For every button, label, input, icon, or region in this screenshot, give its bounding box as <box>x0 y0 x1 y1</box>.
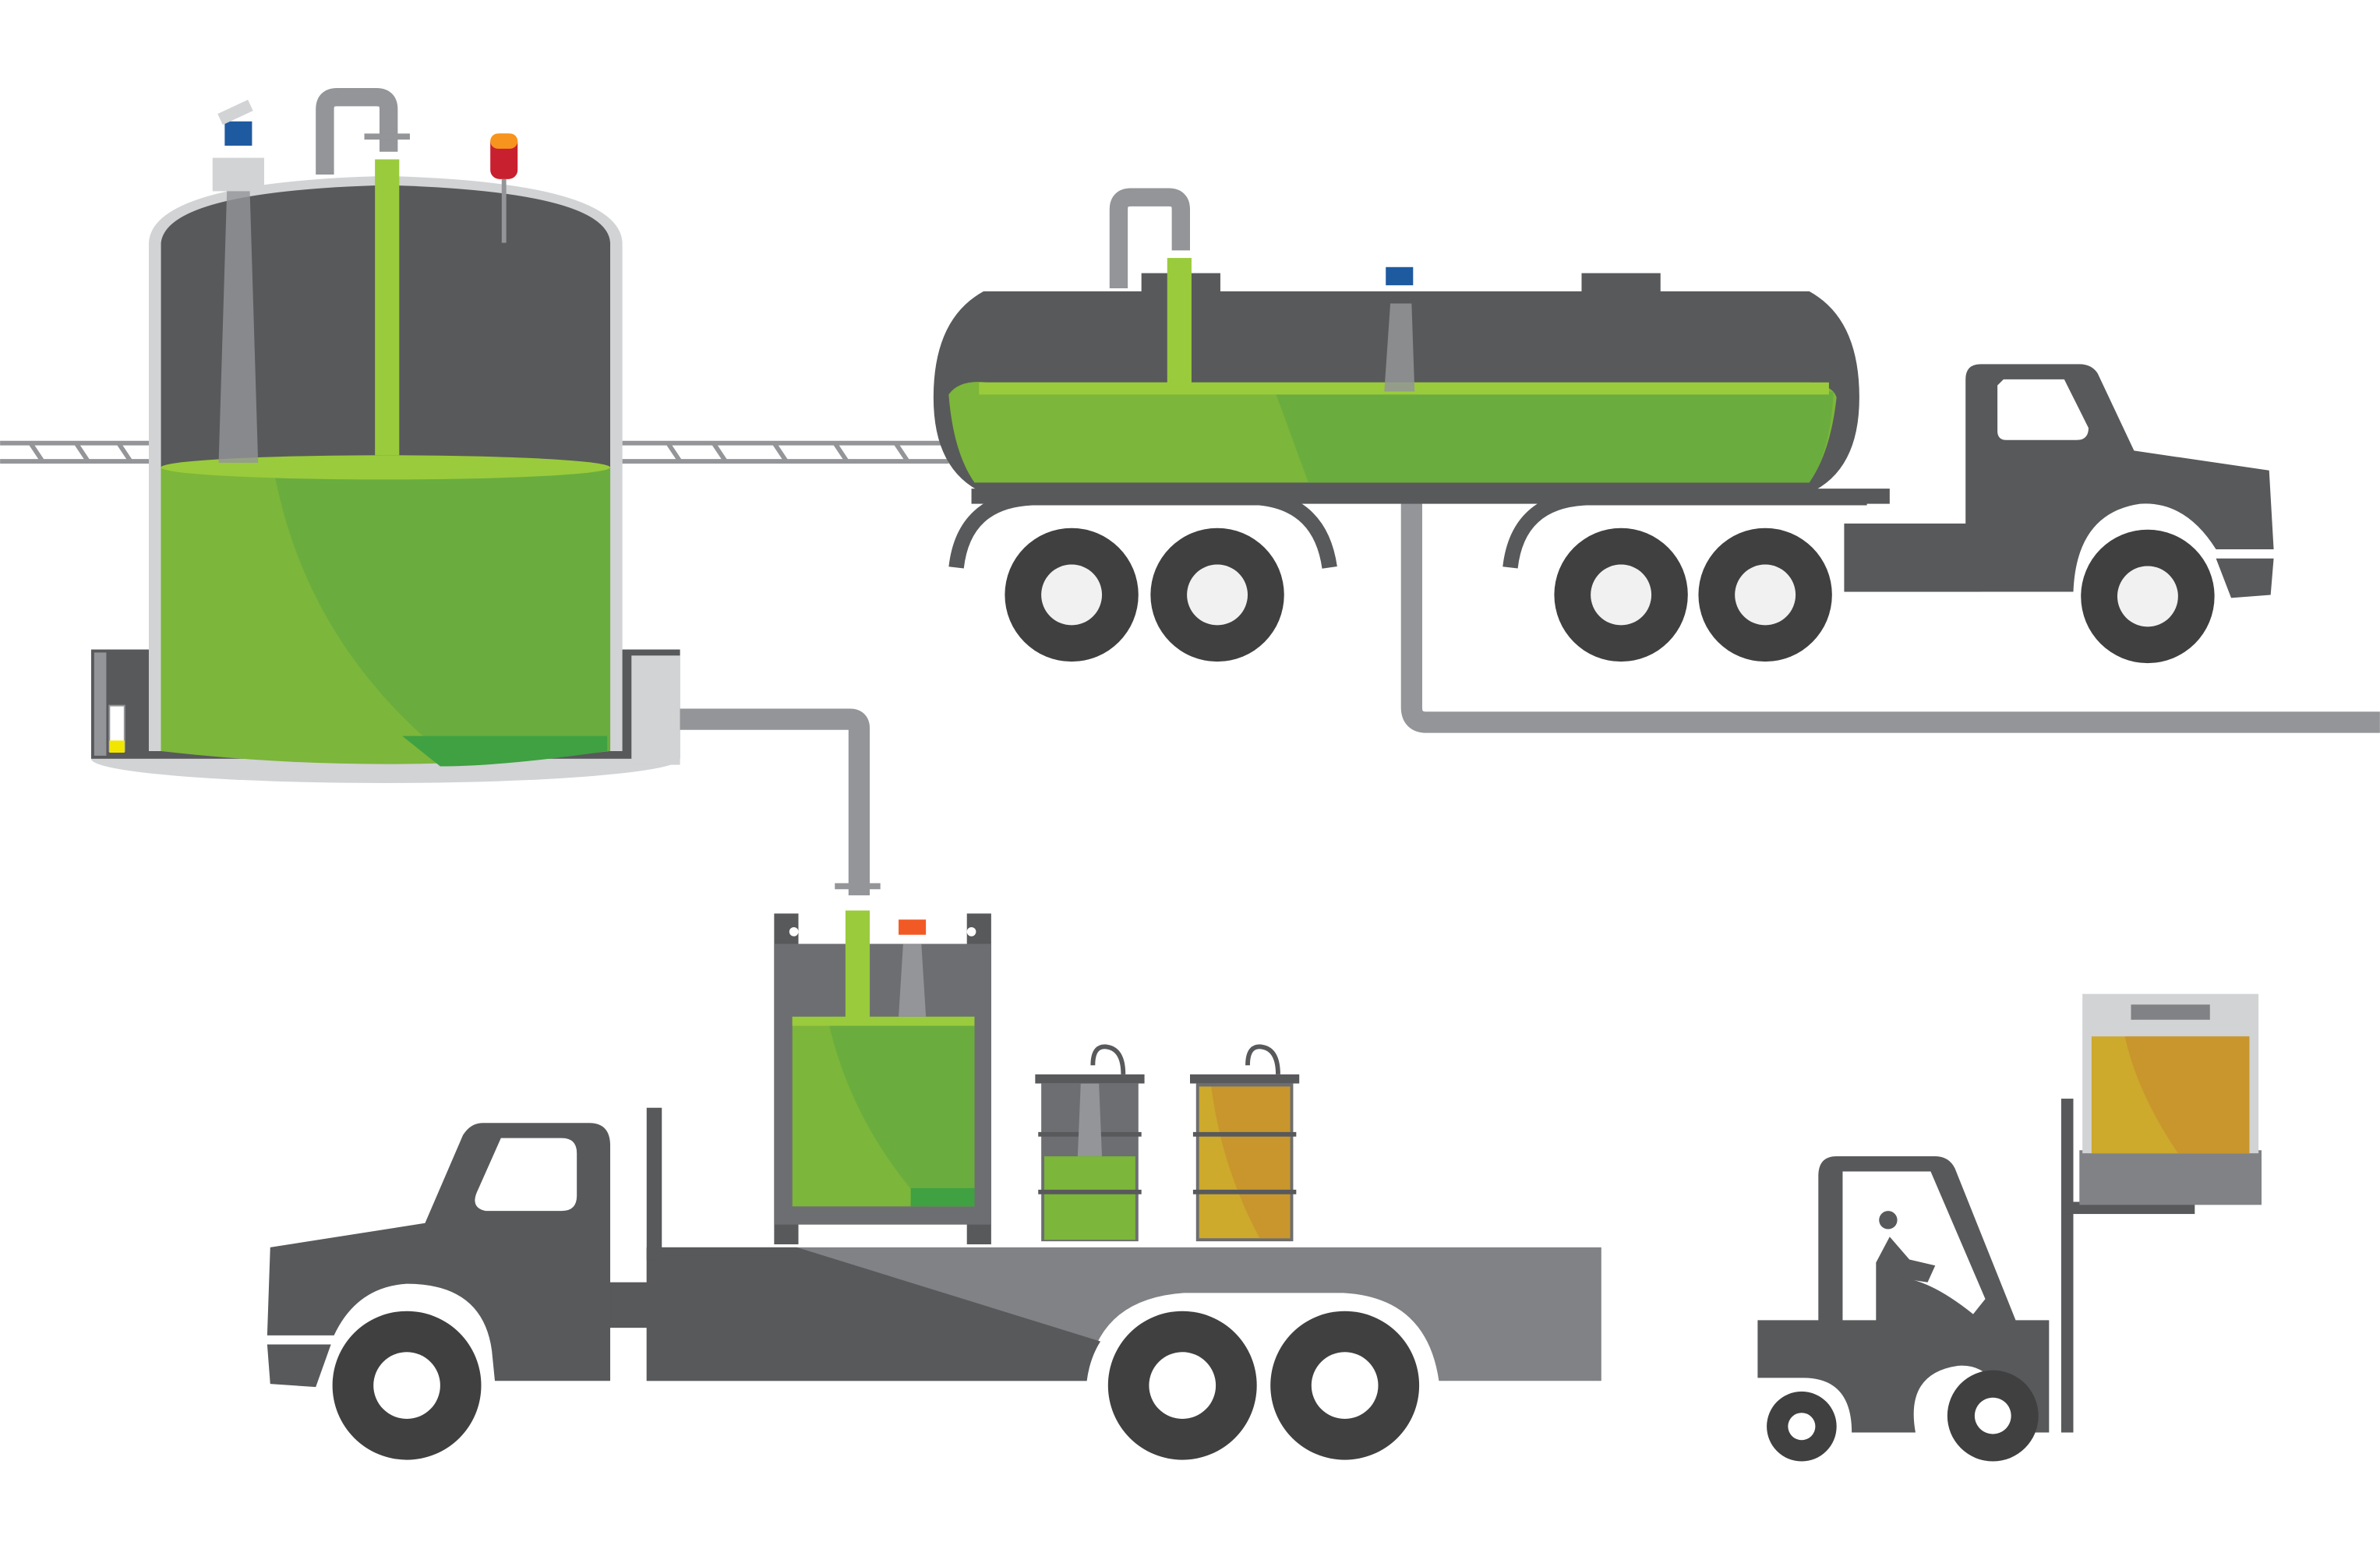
railing-left <box>0 440 152 464</box>
drum-icon <box>1190 1044 1300 1242</box>
drum-icon <box>1035 1044 1145 1242</box>
forklift-icon <box>1757 993 2262 1462</box>
beacon-icon <box>899 919 927 935</box>
green-drum-liquid <box>1044 1156 1135 1240</box>
ibc-tote-icon <box>774 883 991 1245</box>
level-sensor-icon <box>224 121 252 146</box>
pipe-tanker-outlet <box>1400 492 2380 733</box>
storage-tank-icon <box>90 87 680 783</box>
tanker-truck-icon <box>933 188 2274 664</box>
level-sensor-beam <box>218 164 259 464</box>
pipe-tank-to-tote <box>622 708 870 896</box>
beacon-icon <box>490 133 518 243</box>
railing-right <box>622 440 949 464</box>
flatbed-truck-icon <box>267 1107 1601 1460</box>
